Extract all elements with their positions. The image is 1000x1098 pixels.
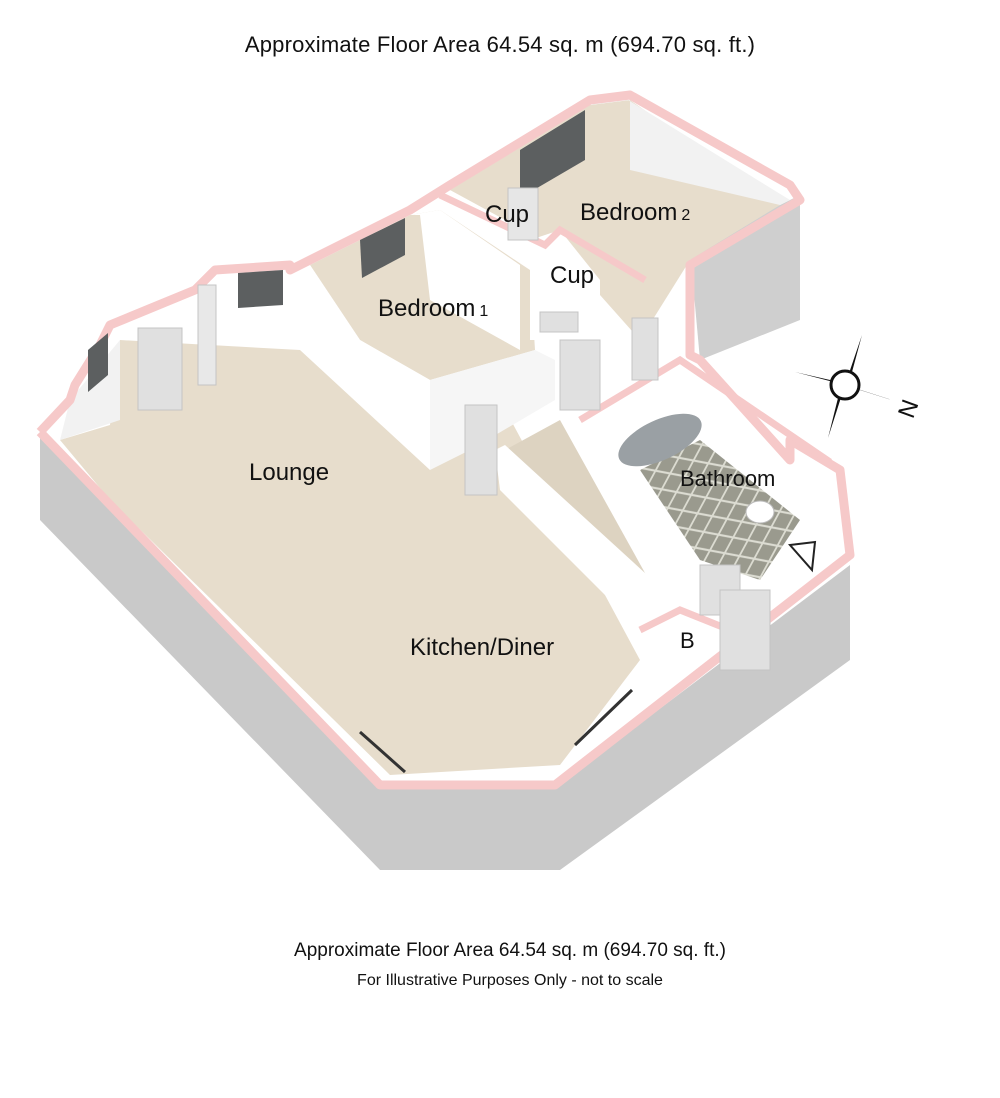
door [197,284,217,386]
room-label-cupboard-lower: Cup [550,262,594,289]
wall-top-inner-3 [638,606,732,634]
door [631,317,659,381]
door [464,404,498,496]
room-name: Bedroom [378,295,475,322]
door [559,339,601,411]
window [88,333,108,392]
window [520,110,585,198]
room-label-kitchen-diner: Kitchen/Diner [410,634,554,661]
bath [618,413,702,467]
room-label-cupboard-upper: Cup [485,201,529,228]
wall-top-inner [578,355,832,465]
room-name: Bedroom [580,199,677,226]
compass-ring [829,369,861,401]
compass: N [795,335,924,438]
page-title: Approximate Floor Area 64.54 sq. m (694.… [244,32,756,57]
outer-wall-side [40,432,850,870]
door [137,327,183,411]
door [539,311,579,333]
window-glazing [573,688,634,747]
room-label-bathroom: Bathroom [680,466,775,491]
bathroom-tiles [640,440,800,580]
window [360,218,405,278]
compass-north-label: N [893,396,924,422]
wall-top-inner-2 [438,191,647,284]
footer-disclaimer: For Illustrative Purposes Only - not to … [357,972,663,989]
room-number: 1 [479,303,488,320]
window [238,270,283,308]
window-glazing [359,730,406,774]
door [507,187,539,241]
footer-floor-area: Approximate Floor Area 64.54 sq. m (694.… [294,940,726,961]
room-label-boiler: B [680,628,695,653]
toilet [745,500,775,524]
wall-lounge-bed1 [300,265,430,470]
wall-hall [495,445,680,630]
room-number: 2 [681,207,690,224]
sink [787,540,817,573]
wall-top-outer [36,90,855,790]
room-label-lounge: Lounge [249,459,329,486]
wall-bed2-back [590,95,790,205]
door [719,589,771,671]
wall-bed1-right [410,210,520,350]
